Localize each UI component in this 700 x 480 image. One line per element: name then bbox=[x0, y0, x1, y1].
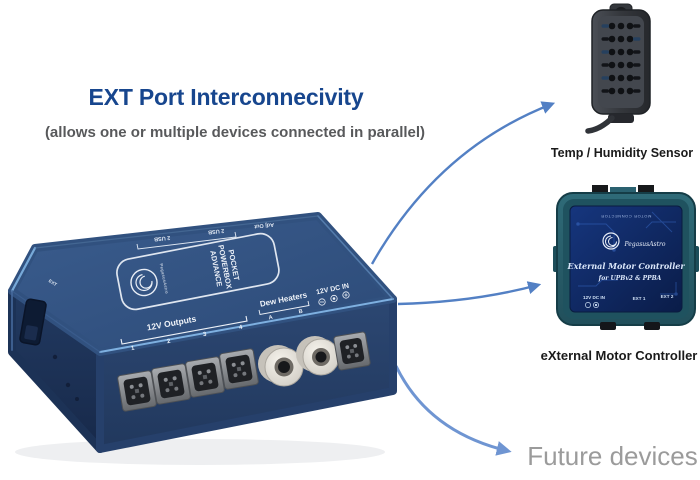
powerbox-hub-device: 2 USB 2 USB Adj Out EXT PegasusAstro POC… bbox=[8, 212, 397, 465]
arrow-to-controller bbox=[397, 281, 542, 306]
controller-logo-icon bbox=[602, 232, 620, 250]
diagram-title: EXT Port Interconnecivity bbox=[88, 84, 364, 110]
rear-label-usb-b: 2 USB bbox=[208, 227, 225, 235]
controller-panel-title: External Motor Controller bbox=[566, 261, 685, 271]
hub-rear-labels: 2 USB 2 USB Adj Out bbox=[136, 221, 275, 250]
output-number-1: 1 bbox=[131, 346, 136, 353]
hub-branding: PegasusAstro POCKET POWERBOX ADVANCE bbox=[116, 232, 280, 311]
power-jack-3 bbox=[185, 356, 225, 398]
sensor-cable bbox=[585, 115, 615, 134]
controller-panel-top-text: MOTOR CONNECTOR bbox=[601, 214, 652, 219]
power-jack-4 bbox=[219, 348, 259, 390]
rear-label-usb-a: 2 USB bbox=[154, 234, 171, 242]
controller-polarity-icons bbox=[585, 302, 599, 308]
future-devices-label: Future devices bbox=[527, 441, 698, 471]
motor-controller-device: MOTOR CONNECTOR PegasusAstro External Mo… bbox=[553, 185, 699, 330]
ext-port bbox=[19, 298, 47, 346]
pegasus-swirl-icon bbox=[135, 274, 153, 292]
hub-dew-rca-ports bbox=[258, 336, 340, 387]
controller-port-dcin: 12V DC IN bbox=[583, 295, 606, 300]
controller-brand-text: PegasusAstro bbox=[623, 241, 665, 248]
controller-top-clip-1 bbox=[592, 185, 608, 195]
dew-rca-a bbox=[258, 345, 304, 387]
controller-port-ext1: EXT 1 bbox=[633, 296, 646, 301]
controller-foot-1 bbox=[600, 322, 616, 330]
outputs-bracket bbox=[120, 315, 248, 345]
sensor-neck bbox=[608, 114, 634, 123]
controller-logo-swirl-icon bbox=[605, 235, 617, 248]
dew-channel-a: A bbox=[268, 315, 273, 322]
controller-panel-subtitle: for UPBv2 & PPBA bbox=[598, 275, 662, 282]
controller-top-bar bbox=[610, 187, 636, 195]
controller-top-clip-2 bbox=[638, 185, 654, 195]
circuit-traces bbox=[576, 211, 678, 296]
polarity-plus-icon bbox=[342, 291, 350, 299]
connection-arrows bbox=[370, 101, 556, 456]
dew-rca-b bbox=[296, 336, 340, 376]
output-number-4: 4 bbox=[239, 325, 244, 332]
polarity-minus-icon bbox=[318, 298, 326, 306]
power-jack-1 bbox=[117, 370, 157, 412]
dew-channel-b: B bbox=[298, 309, 303, 316]
controller-port-labels: 12V DC IN EXT 1 EXT 2 bbox=[583, 294, 674, 301]
output-number-3: 3 bbox=[203, 332, 208, 339]
diagram-subtitle: (allows one or multiple devices connecte… bbox=[44, 124, 426, 141]
controller-label: eXternal Motor Controller bbox=[540, 348, 698, 363]
hub-output-jacks bbox=[117, 348, 259, 412]
pegasus-logo-icon bbox=[130, 268, 158, 297]
hub-brand-text: PegasusAstro bbox=[159, 263, 170, 295]
output-number-2: 2 bbox=[167, 339, 172, 346]
hub-product-name: POCKET POWERBOX ADVANCE bbox=[208, 244, 241, 289]
arrow-to-future-devices bbox=[394, 365, 512, 456]
sensor-vent-holes bbox=[601, 22, 641, 95]
branding-outline bbox=[116, 232, 280, 311]
arrow-to-sensor bbox=[370, 101, 556, 265]
dew-bracket bbox=[258, 300, 310, 316]
dc-in-jack bbox=[333, 331, 371, 371]
controller-port-ext2: EXT 2 bbox=[661, 294, 674, 299]
temp-humidity-sensor-device bbox=[585, 3, 651, 134]
hub-screw-holes bbox=[52, 354, 79, 401]
power-jack-2 bbox=[151, 363, 191, 405]
rear-bracket bbox=[136, 231, 237, 250]
polarity-center-icon bbox=[330, 294, 338, 303]
hub-shadow bbox=[15, 439, 385, 465]
rear-label-adj-out: Adj Out bbox=[254, 221, 275, 229]
controller-panel bbox=[569, 205, 683, 313]
polarity-icons bbox=[318, 291, 350, 306]
controller-foot-2 bbox=[644, 322, 660, 330]
sensor-label: Temp / Humidity Sensor bbox=[550, 146, 694, 160]
ext-port-label: EXT bbox=[48, 278, 58, 287]
